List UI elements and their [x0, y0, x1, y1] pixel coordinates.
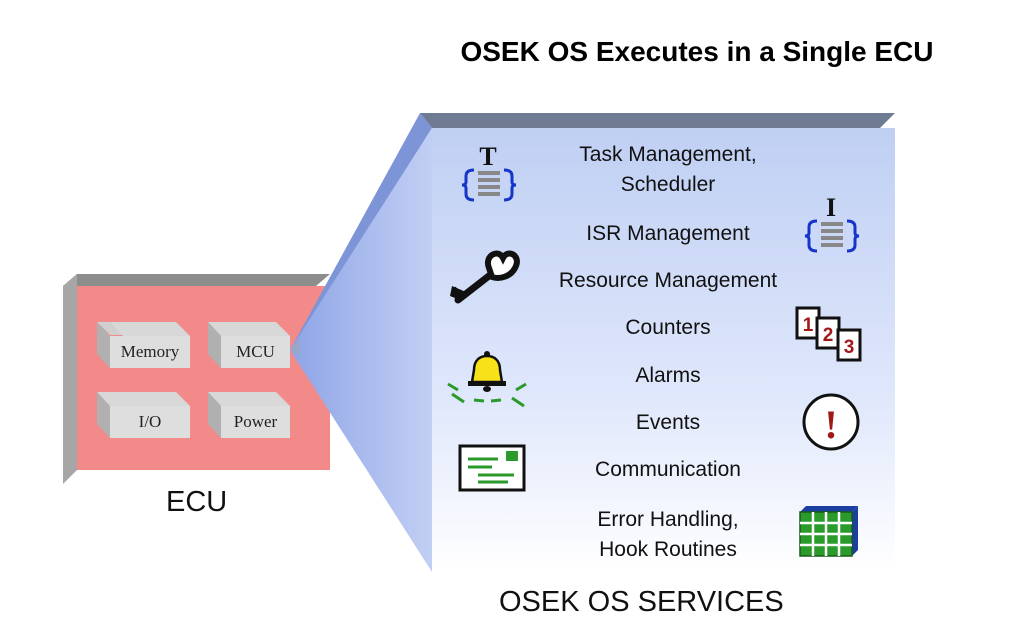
chip-mcu [208, 322, 290, 368]
service-alarms: Alarms [635, 364, 701, 387]
services-caption: OSEK OS SERVICES [499, 586, 784, 618]
service-isr-management: ISR Management [586, 222, 750, 245]
chip-power [208, 392, 290, 438]
chip-label-power: Power [233, 412, 278, 431]
counter-icon: 1 2 3 [795, 306, 862, 362]
exclamation-icon: ! [802, 393, 860, 451]
service-resource-management: Resource Management [558, 269, 778, 292]
chip-label-io: I/O [138, 412, 162, 431]
service-counters: Counters [625, 316, 711, 339]
grid-icon [799, 506, 858, 557]
service-events: Events [635, 411, 701, 434]
svg-text:1: 1 [803, 315, 814, 336]
task-icon: T [461, 142, 517, 202]
message-icon [458, 444, 526, 492]
chip-label-mcu: MCU [236, 342, 275, 361]
ecu-label: ECU [166, 486, 228, 518]
svg-text:I: I [826, 193, 836, 222]
key-icon [450, 250, 520, 304]
service-error-handling: Error Handling, Hook Routines [597, 508, 739, 561]
page-title: OSEK OS Executes in a Single ECU [460, 36, 934, 67]
chip-label-memory: Memory [120, 342, 180, 361]
service-communication: Communication [595, 458, 741, 481]
chip-memory [97, 322, 190, 368]
bell-icon [447, 351, 527, 408]
service-task-management: Task Management, Scheduler [579, 143, 757, 196]
isr-icon: I [804, 193, 860, 253]
svg-text:!: ! [824, 402, 837, 447]
svg-text:T: T [479, 142, 496, 171]
svg-text:3: 3 [844, 337, 855, 358]
svg-text:2: 2 [823, 325, 834, 346]
ecu-box [63, 274, 330, 484]
services-panel [290, 113, 895, 572]
chip-io [97, 392, 190, 438]
